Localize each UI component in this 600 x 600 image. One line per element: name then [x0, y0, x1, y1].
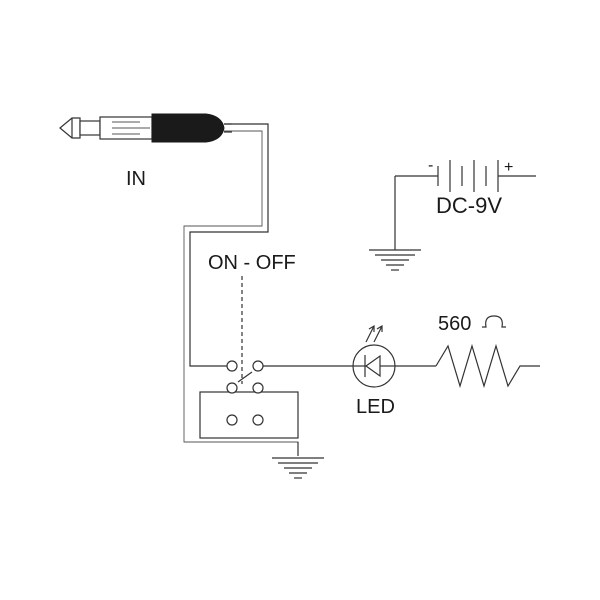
switch-terminal	[252, 360, 264, 372]
switch-terminal	[252, 414, 264, 426]
plug-sleeve	[79, 120, 101, 136]
ground-symbol-switch	[272, 442, 324, 479]
switch-label: ON - OFF	[208, 252, 296, 274]
battery-minus-label: -	[428, 157, 433, 174]
battery-plus-label: +	[504, 159, 513, 176]
switch-terminal	[226, 360, 238, 372]
plug-tip	[59, 117, 81, 139]
ground-symbol-battery	[369, 249, 421, 271]
battery-label: DC-9V	[436, 193, 502, 218]
jack-plug	[59, 113, 232, 143]
led-symbol	[352, 344, 396, 388]
plug-handle	[151, 113, 225, 143]
switch-terminal	[252, 382, 264, 394]
resistor-value-label: 560	[438, 313, 471, 335]
battery-symbol	[395, 160, 536, 192]
led-label: LED	[356, 396, 395, 418]
switch-terminal	[226, 414, 238, 426]
switch-body	[199, 360, 299, 439]
ohm-symbol-icon	[482, 315, 506, 328]
switch-terminal	[226, 382, 238, 394]
led-light-arrows-icon	[365, 324, 383, 343]
input-label: IN	[126, 168, 146, 190]
resistor-zigzag	[435, 343, 540, 389]
input-wire	[183, 123, 299, 455]
